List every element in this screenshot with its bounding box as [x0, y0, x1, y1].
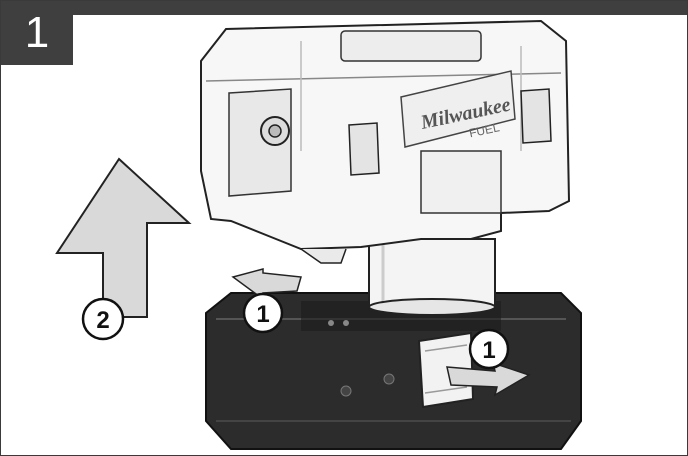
- lift-arrow-icon: [57, 159, 189, 317]
- callout-label: 1: [482, 337, 495, 364]
- power-head-icon: Milwaukee FUEL: [201, 21, 569, 263]
- callout-release-right: 1: [470, 330, 508, 368]
- callout-label: 2: [96, 307, 109, 334]
- motor-neck-icon: [369, 239, 495, 315]
- callout-release-left: 1: [244, 294, 282, 332]
- callout-label: 1: [256, 301, 269, 328]
- callout-lift: 2: [83, 299, 123, 339]
